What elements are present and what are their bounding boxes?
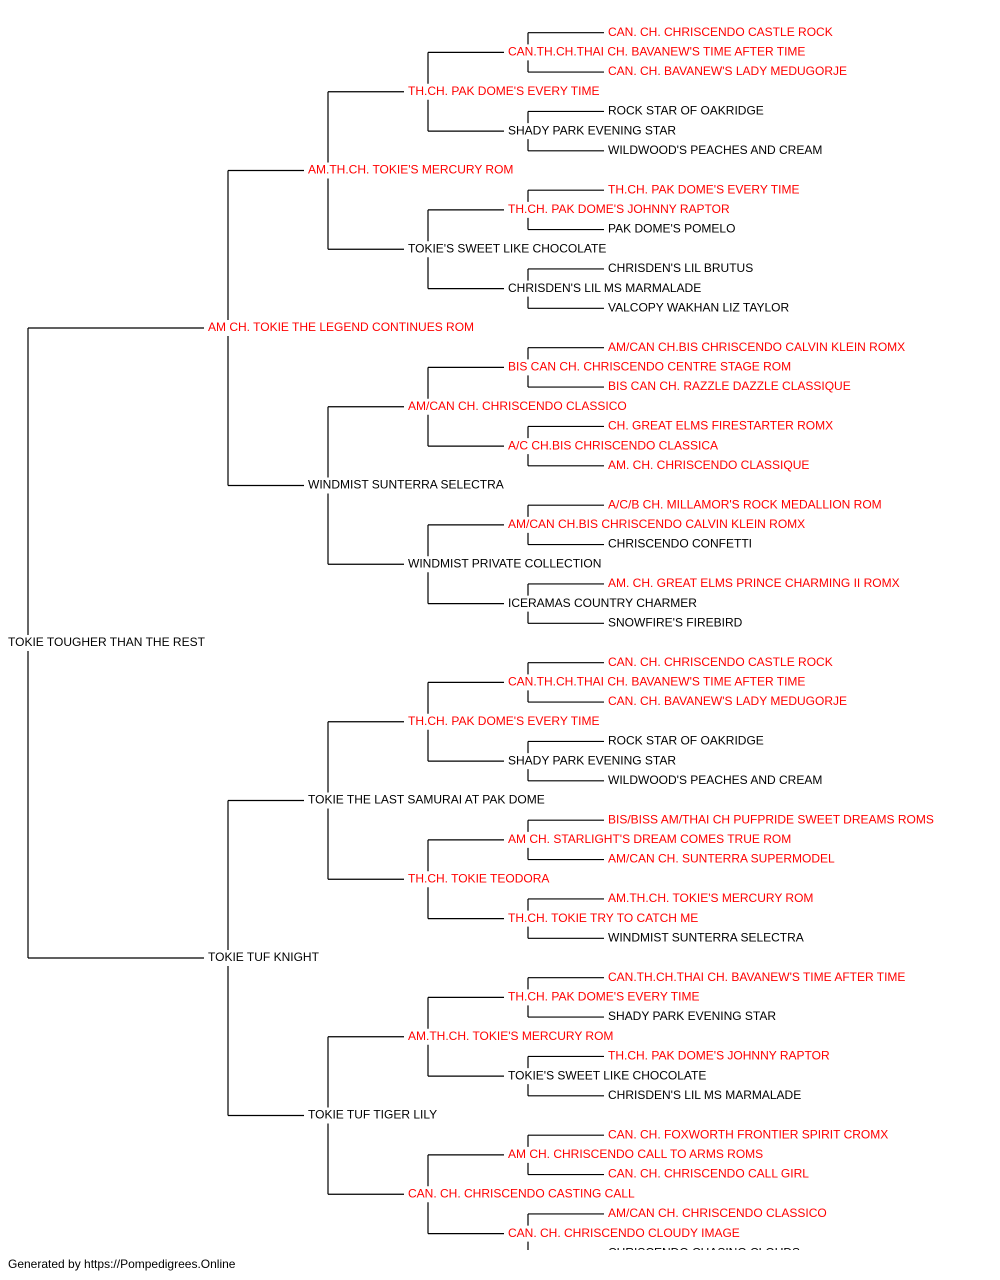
dog-name-dam: CAN. CH. CHRISCENDO CALL GIRL <box>608 1167 809 1181</box>
dog-name-sire: TOKIE THE LAST SAMURAI AT PAK DOME <box>308 793 545 807</box>
dog-name-dam: CHRISDEN'S LIL MS MARMALADE <box>508 281 701 295</box>
dog-name-dam: TH.CH. TOKIE TRY TO CATCH ME <box>508 911 698 925</box>
dog-name-sire: ROCK STAR OF OAKRIDGE <box>608 734 764 748</box>
dog-name-sire: CAN.TH.CH.THAI CH. BAVANEW'S TIME AFTER … <box>508 675 805 689</box>
dog-name-dam: SHADY PARK EVENING STAR <box>508 123 676 137</box>
dog-name-sire: CAN. CH. FOXWORTH FRONTIER SPIRIT CROMX <box>608 1127 888 1141</box>
dog-name-sire: CHRISDEN'S LIL BRUTUS <box>608 261 753 275</box>
dog-name-dam: A/C CH.BIS CHRISCENDO CLASSICA <box>508 438 718 452</box>
dog-name-sire: AM.TH.CH. TOKIE'S MERCURY ROM <box>308 163 513 177</box>
dog-name-dam: BIS CAN CH. RAZZLE DAZZLE CLASSIQUE <box>608 379 851 393</box>
dog-name-sire: ROCK STAR OF OAKRIDGE <box>608 104 764 118</box>
pedigree-tree: TOKIE TOUGHER THAN THE REST AM CH. TOKIE … <box>8 25 934 1250</box>
dog-name-dam: SHADY PARK EVENING STAR <box>508 753 676 767</box>
dog-name-dam: SHADY PARK EVENING STAR <box>608 1009 776 1023</box>
dog-name-dam: WINDMIST SUNTERRA SELECTRA <box>308 478 504 492</box>
dog-name-sire: CH. GREAT ELMS FIRESTARTER ROMX <box>608 419 833 433</box>
dog-name-sire: AM/CAN CH. CHRISCENDO CLASSICO <box>608 1206 827 1220</box>
dog-name-dam: TH.CH. TOKIE TEODORA <box>408 871 549 885</box>
dog-name-sire: TH.CH. PAK DOME'S EVERY TIME <box>608 182 799 196</box>
dog-name-sire: AM/CAN CH.BIS CHRISCENDO CALVIN KLEIN RO… <box>608 340 905 354</box>
dog-name-sire: AM/CAN CH.BIS CHRISCENDO CALVIN KLEIN RO… <box>508 517 805 531</box>
dog-name-sire: AM CH. STARLIGHT'S DREAM COMES TRUE ROM <box>508 832 791 846</box>
dog-name-sire: AM CH. CHRISCENDO CALL TO ARMS ROMS <box>508 1147 763 1161</box>
dog-name-sire: AM. CH. GREAT ELMS PRINCE CHARMING II RO… <box>608 576 900 590</box>
dog-name-sire: AM.TH.CH. TOKIE'S MERCURY ROM <box>608 891 813 905</box>
dog-name-dam: CAN. CH. BAVANEW'S LADY MEDUGORJE <box>608 694 847 708</box>
dog-name-sire: A/C/B CH. MILLAMOR'S ROCK MEDALLION ROM <box>608 497 882 511</box>
dog-name-sire: CAN. CH. CHRISCENDO CASTLE ROCK <box>608 25 833 39</box>
footer-credit: Generated by https://Pompedigrees.Online <box>8 1257 236 1271</box>
dog-name-dam: PAK DOME'S POMELO <box>608 222 735 236</box>
dog-name-sire: TH.CH. PAK DOME'S EVERY TIME <box>508 990 699 1004</box>
dog-name-dam: CHRISCENDO CONFETTI <box>608 537 752 551</box>
dog-name-sire: AM/CAN CH. CHRISCENDO CLASSICO <box>408 399 627 413</box>
dog-name-sire: TH.CH. PAK DOME'S EVERY TIME <box>408 84 599 98</box>
dog-name-dam: VALCOPY WAKHAN LIZ TAYLOR <box>608 300 789 314</box>
dog-name-dam: TOKIE TUF TIGER LILY <box>308 1108 437 1122</box>
dog-name-dam: CAN. CH. BAVANEW'S LADY MEDUGORJE <box>608 64 847 78</box>
dog-name-dam: CAN. CH. CHRISCENDO CLOUDY IMAGE <box>508 1226 740 1240</box>
dog-name-sire: CAN.TH.CH.THAI CH. BAVANEW'S TIME AFTER … <box>608 970 905 984</box>
dog-name-dam: TOKIE'S SWEET LIKE CHOCOLATE <box>508 1068 706 1082</box>
dog-name-dam: WINDMIST PRIVATE COLLECTION <box>408 556 601 570</box>
dog-name-sire: TH.CH. PAK DOME'S JOHNNY RAPTOR <box>508 202 730 216</box>
dog-name-sire: BIS CAN CH. CHRISCENDO CENTRE STAGE ROM <box>508 360 791 374</box>
dog-name-dam: WILDWOOD'S PEACHES AND CREAM <box>608 773 822 787</box>
dog-name-subject: TOKIE TOUGHER THAN THE REST <box>8 635 206 649</box>
dog-name-sire: BIS/BISS AM/THAI CH PUFPRIDE SWEET DREAM… <box>608 812 934 826</box>
dog-name-sire: CAN.TH.CH.THAI CH. BAVANEW'S TIME AFTER … <box>508 45 805 59</box>
dog-name-dam: AM/CAN CH. SUNTERRA SUPERMODEL <box>608 852 835 866</box>
dog-name-dam: CHRISCENDO CHASING CLOUDS <box>608 1245 800 1250</box>
dog-name-dam: AM. CH. CHRISCENDO CLASSIQUE <box>608 458 809 472</box>
dog-name-sire: TH.CH. PAK DOME'S JOHNNY RAPTOR <box>608 1049 830 1063</box>
dog-name-dam: WILDWOOD'S PEACHES AND CREAM <box>608 143 822 157</box>
dog-name-dam: TOKIE TUF KNIGHT <box>208 950 320 964</box>
dog-name-sire: AM CH. TOKIE THE LEGEND CONTINUES ROM <box>208 320 474 334</box>
dog-name-sire: AM.TH.CH. TOKIE'S MERCURY ROM <box>408 1029 613 1043</box>
dog-name-dam: CHRISDEN'S LIL MS MARMALADE <box>608 1088 801 1102</box>
dog-name-dam: WINDMIST SUNTERRA SELECTRA <box>608 930 804 944</box>
dog-name-dam: ICERAMAS COUNTRY CHARMER <box>508 596 697 610</box>
dog-name-dam: SNOWFIRE'S FIREBIRD <box>608 615 743 629</box>
dog-name-sire: TH.CH. PAK DOME'S EVERY TIME <box>408 714 599 728</box>
dog-name-dam: CAN. CH. CHRISCENDO CASTING CALL <box>408 1186 635 1200</box>
dog-name-sire: CAN. CH. CHRISCENDO CASTLE ROCK <box>608 655 833 669</box>
dog-name-dam: TOKIE'S SWEET LIKE CHOCOLATE <box>408 241 606 255</box>
